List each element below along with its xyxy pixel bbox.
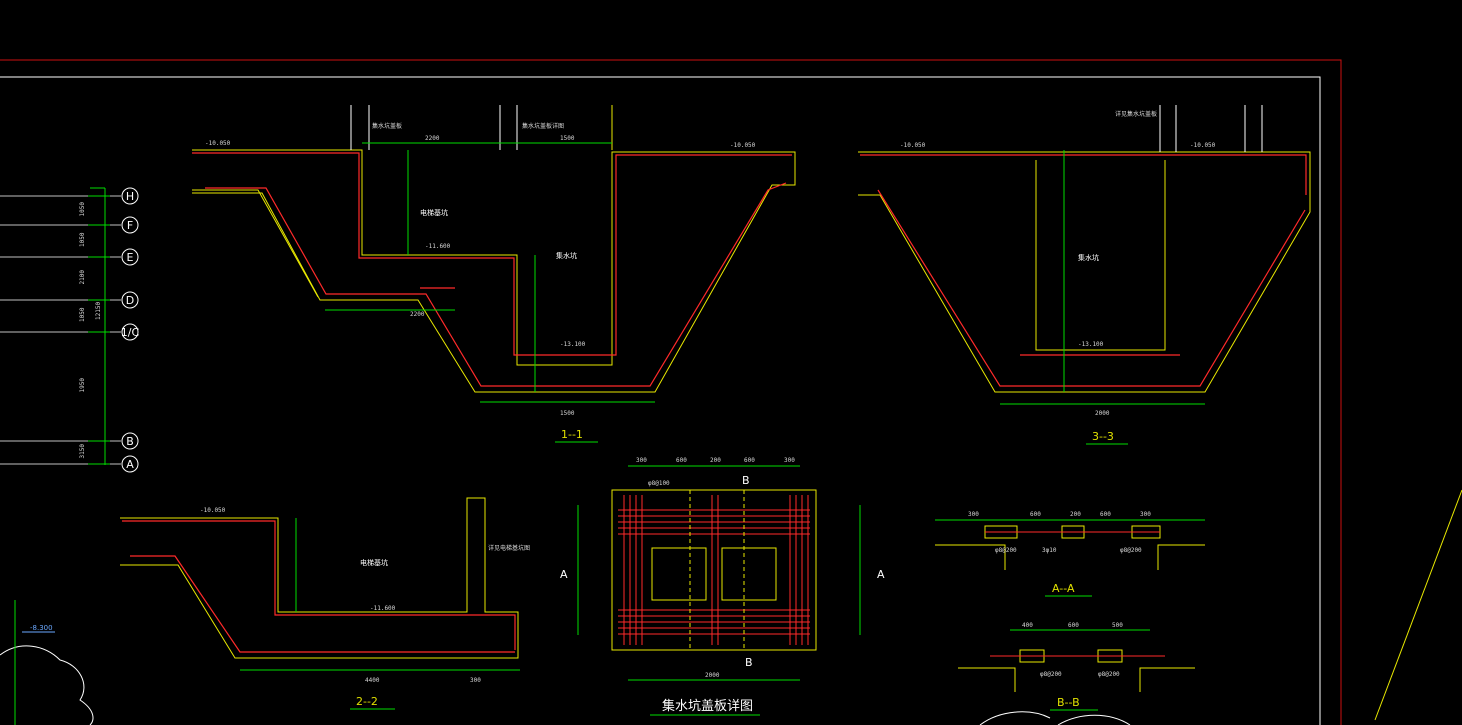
axis-dim-1: 1050 <box>79 232 86 247</box>
title-section-3-3: 3--3 <box>1092 430 1114 443</box>
bb-dim-0: 400 <box>1022 622 1033 629</box>
axis-label-1: F <box>127 219 133 232</box>
elev-3-3-top-left: -10.050 <box>900 142 926 149</box>
axis-dim-0: 1050 <box>79 202 86 217</box>
section-B-B: 400 600 500 φ8@200 φ8@200 B--B <box>958 622 1195 711</box>
dim-2-2-a: 4400 <box>365 677 380 684</box>
drawing-frame-inner <box>0 76 1321 725</box>
axis-label-3: D <box>126 294 134 307</box>
axis-label-6: A <box>126 458 134 471</box>
dim-1-1-c: 1500 <box>560 410 575 417</box>
drawing-frame-outer <box>0 59 1342 725</box>
bb-dim-1: 600 <box>1068 622 1079 629</box>
axis-label-2: E <box>127 251 134 264</box>
elev-1-1-top-right: -10.050 <box>730 142 756 149</box>
elev-1-1-bot: -13.100 <box>560 341 586 348</box>
aa-dim-3: 600 <box>1100 511 1111 518</box>
lid-dim-bot: 2000 <box>705 672 720 679</box>
title-section-1-1: 1--1 <box>561 428 583 441</box>
lid-dim-2: 200 <box>710 457 721 464</box>
axis-bubble-0 <box>121 187 139 205</box>
dim-1-1-b: 1500 <box>560 135 575 142</box>
section-1-1: 2200 1500 1500 2200 -10.050 -10.050 -11.… <box>192 105 796 443</box>
lid-bars: φ8@100 <box>648 480 670 487</box>
axis-bubble-5 <box>121 432 139 450</box>
lid-dim-3: 600 <box>744 457 755 464</box>
axis-bubble-3 <box>121 291 139 309</box>
elev-2-2-top: -10.050 <box>200 507 226 514</box>
section-3-3: 2000 -10.050 -10.050 -13.100 集水坑 详见集水坑盖板… <box>858 105 1311 445</box>
lid-dim-4: 300 <box>784 457 795 464</box>
elev-left: -8.300 <box>30 624 53 632</box>
axis-dim-2: 2100 <box>79 270 86 285</box>
bb-dim-2: 500 <box>1112 622 1123 629</box>
bb-bar-1: φ8@200 <box>1098 671 1120 678</box>
dim-1-1-a: 2200 <box>425 135 440 142</box>
axis-bubble-4 <box>121 323 139 341</box>
title-section-A-A: A--A <box>1052 582 1075 595</box>
aa-bar-2: φ8@200 <box>1120 547 1142 554</box>
axis-dim-3: 1050 <box>79 307 86 322</box>
title-lid-detail: 集水坑盖板详图 <box>662 698 753 714</box>
grid-total-dim: 12150 <box>95 302 102 320</box>
dim-1-1-d: 2200 <box>410 311 425 318</box>
note-3-3: 详见集水坑盖板 <box>1115 110 1157 118</box>
lid-dim-0: 300 <box>636 457 647 464</box>
aa-dim-0: 300 <box>968 511 979 518</box>
note-2-2: 详见电梯基坑图 <box>488 544 530 552</box>
dim-3-3: 2000 <box>1095 410 1110 417</box>
bb-bar-0: φ8@200 <box>1040 671 1062 678</box>
aa-dim-4: 300 <box>1140 511 1151 518</box>
axis-dim-5: 3150 <box>79 444 86 459</box>
dim-2-2-b: 300 <box>470 677 481 684</box>
aa-dim-2: 200 <box>1070 511 1081 518</box>
label-sump-pit: 集水坑 <box>556 251 577 260</box>
axis-bubble-1 <box>121 216 139 234</box>
axis-grid: H F E D 1/C BA 1050 1050 2100 1050 1950 3150 12150 <box>0 187 140 473</box>
left-fragment: -8.300 <box>0 600 1131 725</box>
axis-label-5: B <box>126 435 134 448</box>
title-section-B-B: B--B <box>1057 696 1080 709</box>
cut-A-right: A <box>877 568 885 581</box>
elev-1-1-mid: -11.600 <box>425 243 451 250</box>
aa-bar-1: 3φ10 <box>1042 547 1057 554</box>
elev-3-3-top-right: -10.050 <box>1190 142 1216 149</box>
elev-1-1-top-left: -10.050 <box>205 140 231 147</box>
sump-lid-detail: 300 600 200 600 300 2000 φ8@100 B B A A … <box>560 457 885 716</box>
elev-3-3-bot: -13.100 <box>1078 341 1104 348</box>
elev-2-2-bot: -11.600 <box>370 605 396 612</box>
section-2-2: 4400 300 -10.050 -11.600 电梯基坑 详见电梯基坑图 2-… <box>120 497 530 710</box>
axis-dim-4: 1950 <box>79 378 86 393</box>
cut-B-bot: B <box>745 656 753 669</box>
section-A-A: 300 600 200 600 300 φ8@200 3φ10 φ8@200 A… <box>935 511 1205 597</box>
axis-label-4: 1/C <box>121 326 140 339</box>
cut-B-top: B <box>742 474 750 487</box>
axis-bubble-2 <box>121 248 139 266</box>
cut-A-left: A <box>560 568 568 581</box>
label-elevator-pit: 电梯基坑 <box>420 208 448 217</box>
note-sump-cover: 集水坑盖板 <box>372 122 402 130</box>
note-sump-cover-detail: 集水坑盖板详图 <box>522 122 564 130</box>
lid-dim-1: 600 <box>676 457 687 464</box>
title-section-2-2: 2--2 <box>356 695 378 708</box>
axis-bubble-6 <box>121 455 139 473</box>
aa-bar-0: φ8@200 <box>995 547 1017 554</box>
aa-dim-1: 600 <box>1030 511 1041 518</box>
axis-label-0: H <box>126 190 134 203</box>
diagonal-line <box>1374 489 1462 721</box>
label-elevator-pit-2-2: 电梯基坑 <box>360 558 388 567</box>
label-sump-pit-3-3: 集水坑 <box>1078 253 1099 262</box>
